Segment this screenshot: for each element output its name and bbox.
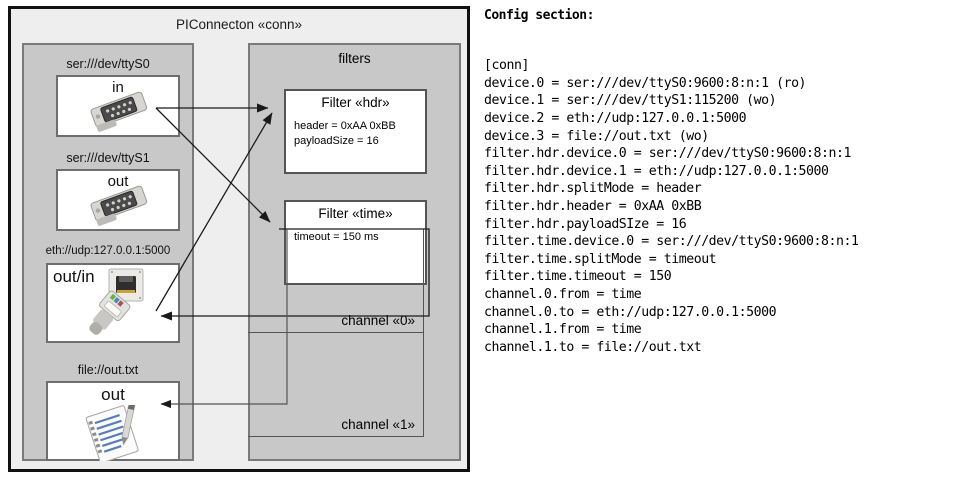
filter-props-hdr: header = 0xAA 0xBB payloadSize = 16 — [294, 119, 396, 149]
device-label-eth: eth://udp:127.0.0.1:5000 — [45, 245, 171, 257]
devices-group: ser:///dev/ttyS0 in — [22, 43, 194, 461]
device-direction-ttys0: in — [112, 79, 124, 96]
device-direction-file: out — [101, 385, 125, 404]
filter-prop: payloadSize = 16 — [294, 135, 379, 147]
filter-prop: header = 0xAA 0xBB — [294, 120, 396, 132]
channel-region-1[interactable]: channel «1» — [248, 333, 424, 437]
filter-title-hdr: Filter «hdr» — [321, 95, 390, 110]
device-box-eth[interactable]: out/in — [46, 263, 180, 343]
config-body: [conn] device.0 = ser:///dev/ttyS0:9600:… — [484, 58, 859, 355]
device-label-file: file://out.txt — [77, 363, 139, 377]
channel-label-0: channel «0» — [341, 313, 415, 328]
serial-port-icon — [90, 91, 148, 132]
text-file-icon — [85, 405, 139, 461]
diagram-title: PIConnecton «conn» — [175, 17, 303, 32]
config-panel: Config section: [conn] device.0 = ser://… — [482, 0, 964, 484]
diagram-panel: PIConnecton «conn» ser:///dev/ttyS0 in — [0, 0, 478, 484]
device-label-ttys0: ser:///dev/ttyS0 — [66, 57, 150, 71]
ethernet-plug-icon — [89, 290, 131, 335]
filters-group: filters Filter «hdr» header = 0xAA 0xBB … — [248, 43, 461, 461]
ethernet-jack-icon — [108, 268, 144, 302]
device-box-ttys0[interactable]: in — [56, 75, 180, 137]
channel-label-1: channel «1» — [341, 417, 415, 432]
channel-region-0[interactable]: channel «0» — [248, 229, 424, 333]
device-box-file[interactable]: out — [46, 381, 180, 461]
device-direction-ttys1: out — [107, 173, 129, 190]
device-label-ttys1: ser:///dev/ttyS1 — [66, 151, 150, 165]
device-direction-eth: out/in — [53, 267, 95, 286]
device-box-ttys1[interactable]: out — [56, 169, 180, 231]
serial-port-icon — [90, 185, 148, 226]
filter-box-hdr[interactable]: Filter «hdr» header = 0xAA 0xBB payloadS… — [284, 89, 427, 174]
config-heading: Config section: — [484, 8, 594, 23]
filters-group-title: filters — [338, 51, 371, 66]
piconnector-frame: PIConnecton «conn» ser:///dev/ttyS0 in — [8, 6, 470, 472]
filter-title-time: Filter «time» — [318, 206, 393, 221]
